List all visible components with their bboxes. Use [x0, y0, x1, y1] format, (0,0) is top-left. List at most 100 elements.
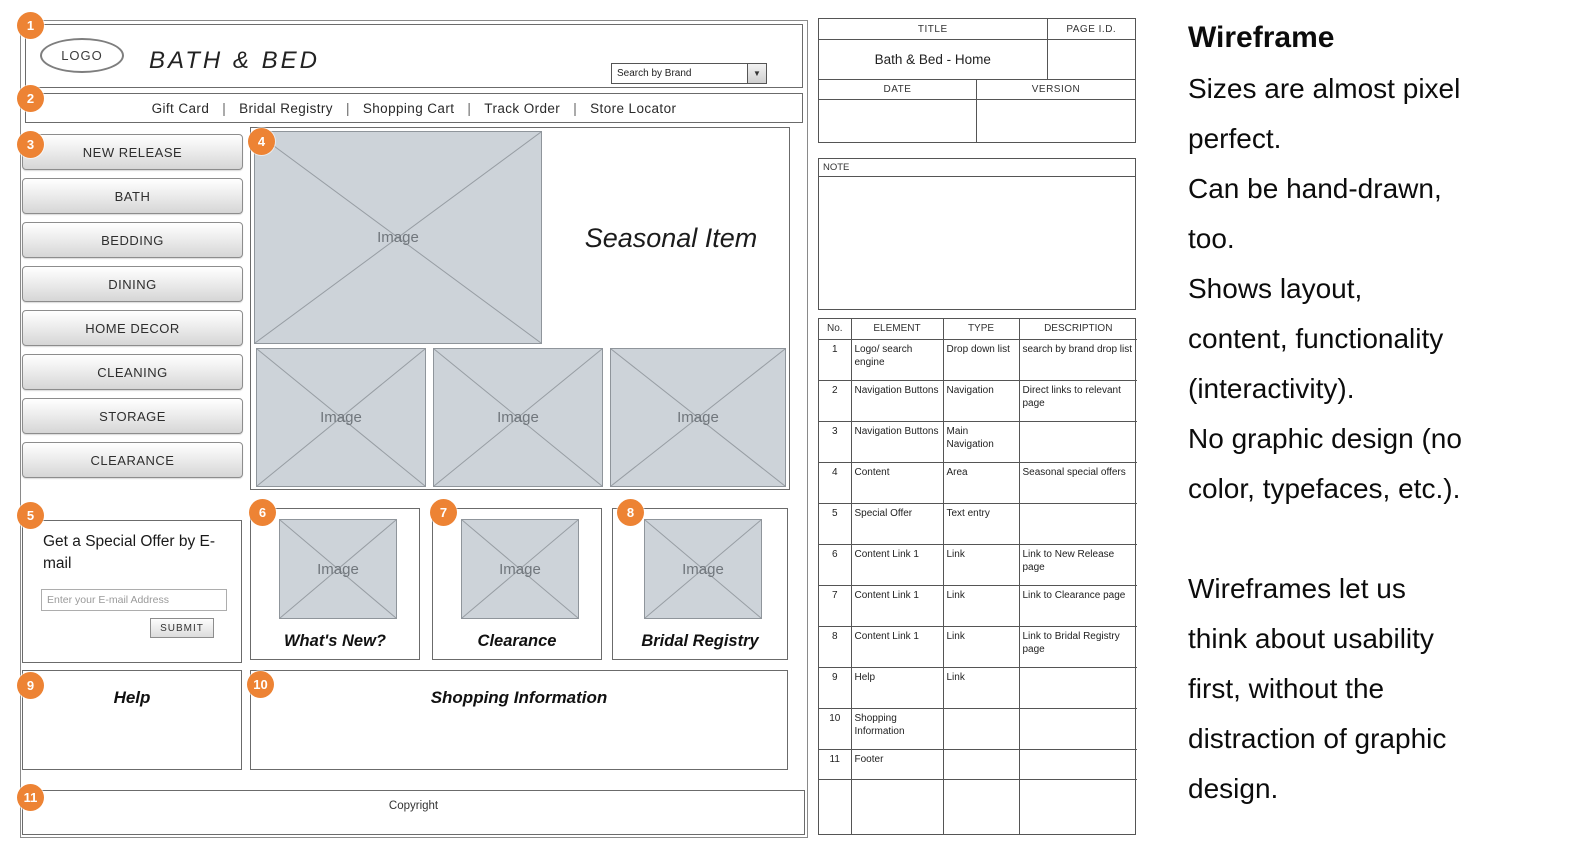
top-nav-bar: Gift Card | Bridal Registry | Shopping C… — [25, 93, 803, 123]
annotation-marker-9: 9 — [17, 672, 44, 699]
notes-line: (interactivity). — [1188, 373, 1355, 404]
logo-label: LOGO — [61, 48, 103, 63]
dropdown-arrow-icon[interactable]: ▼ — [747, 64, 766, 83]
cell-element: Content — [850, 461, 944, 504]
notes-line: too. — [1188, 223, 1235, 254]
seasonal-item-caption: Seasonal Item — [584, 223, 758, 253]
link-caption[interactable]: Bridal Registry — [641, 632, 759, 650]
table-row: 10 Shopping Information — [819, 707, 1137, 750]
annotation-marker-2: 2 — [17, 85, 44, 112]
nav-store-locator[interactable]: Store Locator — [590, 100, 677, 116]
cell-description — [1018, 666, 1137, 709]
logo: LOGO — [40, 38, 124, 73]
nav-shopping-cart[interactable]: Shopping Cart — [362, 100, 455, 116]
annotation-marker-6: 6 — [249, 499, 276, 526]
note-label: NOTE — [819, 159, 1135, 177]
image-cross-icon — [434, 349, 602, 486]
shopping-information-label: Shopping Information — [430, 688, 608, 707]
cell-type: Link — [942, 666, 1020, 709]
image-cross-icon — [611, 349, 785, 486]
link-caption[interactable]: What's New? — [283, 632, 386, 650]
cell-type — [942, 748, 1020, 780]
cell-description: Link to New Release page — [1018, 543, 1137, 586]
cell-type: Drop down list — [942, 338, 1020, 381]
table-row: 1 Logo/ search engine Drop down list sea… — [819, 338, 1137, 381]
sidebar-button-bedding[interactable]: BEDDING — [22, 222, 243, 258]
annotation-notes: Wireframe Sizes are almost pixel perfect… — [1188, 12, 1576, 814]
email-input[interactable] — [41, 589, 227, 611]
cell-empty — [1018, 778, 1137, 834]
cell-element: Navigation Buttons — [850, 420, 944, 463]
table-header-row: No. ELEMENT TYPE DESCRIPTION — [819, 319, 1137, 340]
main-content-area: Image Seasonal Item Image Image Image — [250, 127, 790, 490]
spec-version-value — [977, 100, 1135, 142]
sidebar-nav: NEW RELEASE BATH BEDDING DINING HOME DEC… — [22, 134, 243, 478]
link-image-placeholder: Image — [461, 519, 579, 619]
cell-description — [1018, 502, 1137, 545]
content-link-bridal-registry[interactable]: Image Bridal Registry — [612, 508, 788, 660]
annotation-marker-11: 11 — [17, 784, 44, 811]
nav-track-order[interactable]: Track Order — [484, 100, 561, 116]
image-cross-icon — [462, 520, 578, 618]
thumbnail-placeholder: Image — [433, 348, 603, 487]
spec-title-header: TITLE — [819, 19, 1048, 39]
cell-type: Main Navigation — [942, 420, 1020, 463]
cell-element: Logo/ search engine — [850, 338, 944, 381]
col-header-description: DESCRIPTION — [1018, 319, 1137, 340]
sidebar-button-bath[interactable]: BATH — [22, 178, 243, 214]
cell-no: 11 — [819, 748, 852, 780]
link-caption[interactable]: Clearance — [477, 632, 557, 650]
thumbnail-placeholder: Image — [256, 348, 426, 487]
sidebar-button-storage[interactable]: STORAGE — [22, 398, 243, 434]
nav-separator: | — [467, 100, 472, 116]
sidebar-button-dining[interactable]: DINING — [22, 266, 243, 302]
cell-description: Link to Clearance page — [1018, 584, 1137, 627]
notes-line: Can be hand-drawn, — [1188, 173, 1442, 204]
shopping-information-box: Shopping Information — [250, 670, 788, 770]
help-box: Help — [22, 670, 242, 770]
cell-no: 1 — [819, 338, 852, 381]
cell-no: 2 — [819, 379, 852, 422]
cell-description: Seasonal special offers — [1018, 461, 1137, 504]
cell-element: Footer — [850, 748, 944, 780]
submit-button[interactable]: SUBMIT — [150, 618, 214, 638]
table-row: 9 Help Link — [819, 666, 1137, 709]
col-header-no: No. — [819, 319, 852, 340]
copyright-label: Copyright — [388, 800, 439, 812]
nav-gift-card[interactable]: Gift Card — [151, 100, 210, 116]
table-row: 7 Content Link 1 Link Link to Clearance … — [819, 584, 1137, 627]
search-by-brand-dropdown[interactable]: Search by Brand ▼ — [611, 63, 767, 84]
annotation-marker-4: 4 — [248, 128, 275, 155]
cell-element: Content Link 1 — [850, 584, 944, 627]
image-label: Image — [677, 409, 719, 426]
sidebar-button-cleaning[interactable]: CLEANING — [22, 354, 243, 390]
annotation-marker-3: 3 — [17, 131, 44, 158]
notes-line: design. — [1188, 773, 1279, 804]
cell-no: 7 — [819, 584, 852, 627]
annotation-marker-8: 8 — [617, 499, 644, 526]
cell-description — [1018, 420, 1137, 463]
site-title: BATH & BED — [149, 47, 320, 74]
cell-description: search by brand drop list — [1018, 338, 1137, 381]
special-offer-heading: Get a Special Offer by E-mail — [43, 533, 216, 572]
help-link[interactable]: Help — [113, 688, 151, 707]
cell-description: Link to Bridal Registry page — [1018, 625, 1137, 668]
cell-element: Content Link 1 — [850, 625, 944, 668]
cell-no: 6 — [819, 543, 852, 586]
cell-description — [1018, 707, 1137, 750]
content-link-clearance[interactable]: Image Clearance — [432, 508, 602, 660]
notes-line: Shows layout, — [1188, 273, 1363, 304]
sidebar-button-new-release[interactable]: NEW RELEASE — [22, 134, 243, 170]
sidebar-button-home-decor[interactable]: HOME DECOR — [22, 310, 243, 346]
annotation-marker-7: 7 — [430, 499, 457, 526]
sidebar-button-clearance[interactable]: CLEARANCE — [22, 442, 243, 478]
nav-separator: | — [345, 100, 350, 116]
link-image-placeholder: Image — [644, 519, 762, 619]
image-cross-icon — [255, 132, 541, 343]
content-link-whats-new[interactable]: Image What's New? — [250, 508, 420, 660]
spec-title-value: Bath & Bed - Home — [819, 40, 1048, 79]
nav-bridal-registry[interactable]: Bridal Registry — [239, 100, 333, 116]
spec-title-table: TITLE PAGE I.D. Bath & Bed - Home DATE V… — [818, 18, 1136, 143]
cell-type: Text entry — [942, 502, 1020, 545]
